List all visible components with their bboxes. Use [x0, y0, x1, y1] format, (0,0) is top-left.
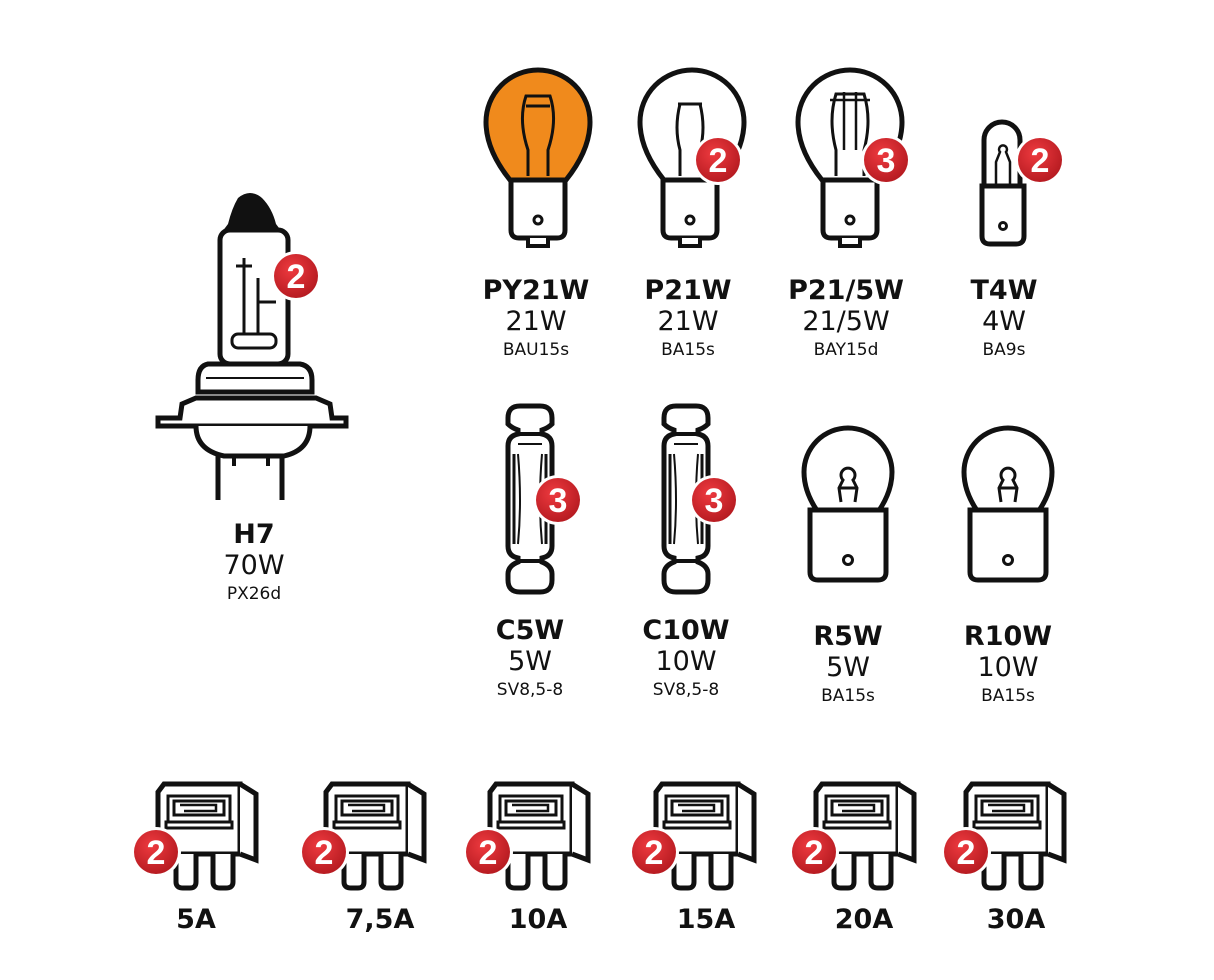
- bulb-wattage: 21W: [657, 306, 719, 337]
- bulb-base: BA9s: [982, 340, 1026, 360]
- bulb-wattage: 70W: [223, 550, 285, 581]
- qty-badge-p21-5w: 3: [861, 135, 911, 185]
- bulb-base: SV8,5-8: [652, 680, 720, 700]
- bulb-base: BAU15s: [502, 340, 570, 360]
- svg-text:2: 2: [709, 142, 728, 180]
- svg-text:3: 3: [877, 142, 896, 180]
- bulb-label-c5w: C5W 5W SV8,5-8: [440, 616, 620, 702]
- fuse-icons: [158, 784, 1064, 888]
- bulb-base: BA15s: [661, 340, 715, 360]
- svg-text:2: 2: [645, 834, 664, 872]
- bulb-label-c10w: C10W 10W SV8,5-8: [596, 616, 776, 702]
- bulb-label-r5w: R5W 5W BA15s: [758, 622, 938, 708]
- svg-text:2: 2: [147, 834, 166, 872]
- bulb-label-py21w: PY21W 21W BAU15s: [446, 276, 626, 362]
- bulb-base: BA15s: [981, 686, 1035, 706]
- bulb-name: R5W: [813, 621, 883, 652]
- qty-badge-p21w: 2: [693, 135, 743, 185]
- bulb-wattage: 5W: [826, 652, 870, 683]
- fuse-label-5a: 5A: [176, 904, 216, 935]
- fuse-label-30a: 30A: [986, 904, 1046, 935]
- svg-text:2: 2: [315, 834, 334, 872]
- qty-badge-fuse-5a: 2: [131, 827, 181, 877]
- qty-badge-t4w: 2: [1015, 135, 1065, 185]
- h7-halogen-bulb-icon: [155, 193, 349, 500]
- bulb-base: SV8,5-8: [496, 680, 564, 700]
- bulb-wattage: 10W: [977, 652, 1039, 683]
- bulb-wattage: 21/5W: [802, 306, 890, 337]
- svg-text:2: 2: [957, 834, 976, 872]
- bulb-name: PY21W: [482, 275, 590, 306]
- bulb-label-p21-5w: P21/5W 21/5W BAY15d: [756, 276, 936, 362]
- svg-text:3: 3: [705, 482, 724, 520]
- amber-bayonet-bulb-icon: [483, 67, 593, 246]
- fuse-label-10a: 10A: [508, 904, 568, 935]
- bulb-base: BA15s: [821, 686, 875, 706]
- bulb-base: BAY15d: [813, 340, 879, 360]
- qty-badge-fuse-10a: 2: [463, 827, 513, 877]
- svg-text:2: 2: [479, 834, 498, 872]
- bulb-label-t4w: T4W 4W BA9s: [914, 276, 1094, 362]
- round-bayonet-bulb-icon: [964, 428, 1052, 580]
- bulb-name: C5W: [495, 615, 565, 646]
- qty-badge-fuse-30a: 2: [941, 827, 991, 877]
- bulb-label-h7: H7 70W PX26d: [164, 520, 344, 606]
- bulb-wattage: 21W: [505, 306, 567, 337]
- bulb-wattage: 5W: [508, 646, 552, 677]
- bulb-name: P21W: [644, 275, 732, 306]
- bulb-name: R10W: [963, 621, 1053, 652]
- bulb-name: C10W: [642, 615, 730, 646]
- bulb-name: T4W: [970, 275, 1038, 306]
- bulb-base: PX26d: [226, 584, 282, 604]
- svg-text:2: 2: [805, 834, 824, 872]
- bulb-name: H7: [233, 519, 275, 550]
- qty-badge-c5w: 3: [533, 475, 583, 525]
- fuse-label-20a: 20A: [834, 904, 894, 935]
- fuse-label-15a: 15A: [676, 904, 736, 935]
- bulb-wattage: 4W: [982, 306, 1026, 337]
- bulb-name: P21/5W: [788, 275, 904, 306]
- qty-badge-fuse-15a: 2: [629, 827, 679, 877]
- qty-badge-h7: 2: [271, 251, 321, 301]
- svg-text:3: 3: [549, 482, 568, 520]
- qty-badge-fuse-7-5a: 2: [299, 827, 349, 877]
- svg-text:2: 2: [1031, 142, 1050, 180]
- bulb-label-p21w: P21W 21W BA15s: [598, 276, 778, 362]
- fuse-label-7-5a: 7,5A: [345, 904, 415, 935]
- svg-text:2: 2: [287, 258, 306, 296]
- small-bayonet-bulb-icon: [979, 119, 1027, 247]
- bulb-label-r10w: R10W 10W BA15s: [918, 622, 1098, 708]
- qty-badge-fuse-20a: 2: [789, 827, 839, 877]
- bulb-wattage: 10W: [655, 646, 717, 677]
- round-bayonet-bulb-icon: [804, 428, 892, 580]
- qty-badge-c10w: 3: [689, 475, 739, 525]
